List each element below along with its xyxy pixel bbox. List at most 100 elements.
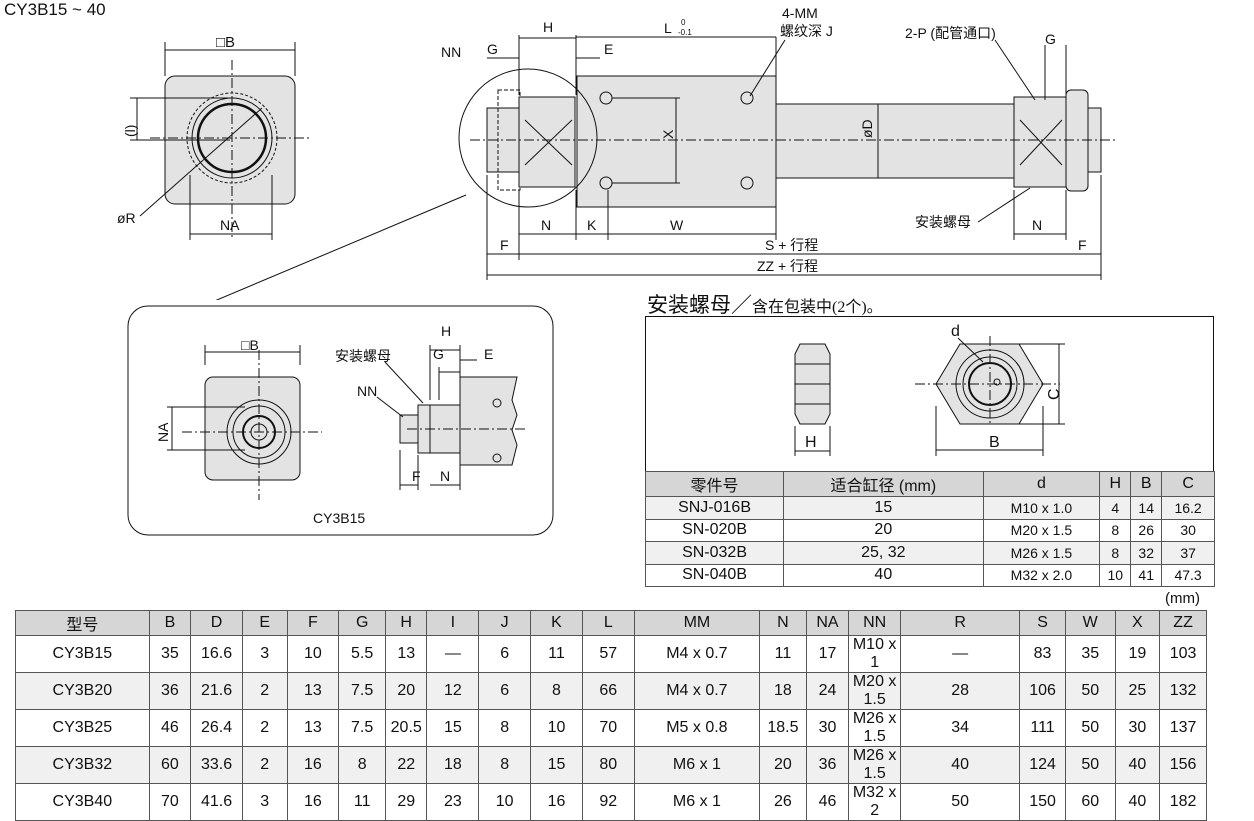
- table-cell: 3: [241, 635, 288, 673]
- column-header: B: [148, 610, 192, 636]
- table-cell: 124: [1019, 746, 1066, 784]
- table-cell: 2: [241, 746, 288, 784]
- label-mount-nut: 安装螺母: [915, 214, 971, 230]
- table-cell: 40: [783, 563, 984, 587]
- mount-nut-drawing: d C H B: [645, 316, 1214, 472]
- detail-label-nut: 安装螺母: [335, 348, 391, 364]
- label-n-left: N: [541, 217, 551, 233]
- table-cell: 34: [900, 709, 1021, 747]
- table-cell: 50: [900, 783, 1021, 821]
- detail-view: □B NA 安装螺母 NN H G E F N CY3B15: [127, 305, 554, 536]
- label-g-right: G: [1045, 31, 1056, 47]
- column-header: ZZ: [1159, 610, 1207, 636]
- detail-label-e: E: [484, 346, 493, 362]
- table-cell: M10 x 1.0: [982, 496, 1101, 520]
- table-cell: 8: [530, 672, 583, 710]
- table-cell: 2: [241, 709, 288, 747]
- table-cell: 26.4: [190, 709, 243, 747]
- table-cell: 41: [1130, 563, 1163, 587]
- table-cell: 11: [338, 783, 386, 821]
- column-header: C: [1161, 471, 1215, 497]
- table-cell: 15: [783, 496, 984, 520]
- column-header: d: [982, 471, 1101, 497]
- label-s-stroke: S + 行程: [765, 237, 818, 253]
- table-cell: 137: [1159, 709, 1207, 747]
- label-na: NA: [220, 217, 240, 233]
- column-header: K: [530, 610, 583, 636]
- table-cell: 16: [286, 746, 340, 784]
- table-cell: 40: [1114, 783, 1161, 821]
- label-nn: NN: [441, 44, 461, 60]
- table-cell: 21.6: [190, 672, 243, 710]
- table-cell: 60: [148, 746, 192, 784]
- detail-label-f: F: [412, 468, 421, 484]
- table-cell: 46: [805, 783, 850, 821]
- table-cell: 36: [805, 746, 850, 784]
- label-od: øD: [859, 119, 875, 138]
- table-cell: —: [426, 635, 480, 673]
- column-header: G: [338, 610, 386, 636]
- table-cell: 182: [1159, 783, 1207, 821]
- column-header: E: [241, 610, 288, 636]
- label-f-right: F: [1078, 237, 1087, 253]
- nut-label-d: d: [951, 323, 960, 340]
- table-cell: M5 x 0.8: [633, 709, 761, 747]
- table-cell: 2: [241, 672, 288, 710]
- table-cell: 20.5: [384, 709, 428, 747]
- table-cell: 20: [783, 518, 984, 542]
- column-header: N: [759, 610, 807, 636]
- cylinder-tube: [775, 103, 1015, 179]
- table-cell: CY3B32: [15, 746, 150, 784]
- label-thread-depth: 螺纹深 J: [780, 23, 833, 39]
- table-cell: 8: [338, 746, 386, 784]
- detail-label-g: G: [433, 346, 444, 362]
- column-header: NN: [848, 610, 902, 636]
- table-cell: 111: [1019, 709, 1066, 747]
- label-tol-upper: 0: [681, 18, 686, 27]
- table-cell: 37: [1161, 541, 1215, 565]
- table-cell: 33.6: [190, 746, 243, 784]
- label-port: 2-P (配管通口): [905, 25, 996, 41]
- table-cell: 150: [1019, 783, 1066, 821]
- table-cell: 29: [384, 783, 428, 821]
- table-cell: 35: [1064, 635, 1116, 673]
- column-header: B: [1130, 471, 1163, 497]
- label-x: X: [660, 129, 676, 139]
- table-cell: 46: [148, 709, 192, 747]
- nut-label-h: H: [805, 434, 817, 451]
- mount-nut-heading: 安装螺母／含在包装中(2个)。: [647, 293, 883, 317]
- table-cell: 41.6: [190, 783, 243, 821]
- table-cell: 10: [478, 783, 532, 821]
- column-header: I: [426, 610, 480, 636]
- column-header: S: [1019, 610, 1066, 636]
- table-cell: CY3B25: [15, 709, 150, 747]
- column-header: J: [478, 610, 532, 636]
- table-cell: M32 x 2.0: [982, 563, 1101, 587]
- table-cell: 24: [805, 672, 850, 710]
- detail-caption: CY3B15: [313, 510, 365, 526]
- table-cell: 15: [530, 746, 583, 784]
- table-cell: 19: [1114, 635, 1161, 673]
- label-tol-lower: -0.1: [678, 28, 692, 37]
- label-l: (l): [122, 125, 138, 137]
- table-cell: 80: [581, 746, 635, 784]
- table-cell: 66: [581, 672, 635, 710]
- table-cell: 60: [1064, 783, 1116, 821]
- table-cell: CY3B15: [15, 635, 150, 673]
- label-zz-stroke: ZZ + 行程: [757, 258, 818, 274]
- table-cell: M20 x 1.5: [982, 518, 1101, 542]
- table-cell: 8: [478, 746, 532, 784]
- table-cell: SNJ-016B: [644, 496, 785, 520]
- table-cell: 16: [530, 783, 583, 821]
- label-n-right: N: [1032, 217, 1042, 233]
- table-cell: 10: [530, 709, 583, 747]
